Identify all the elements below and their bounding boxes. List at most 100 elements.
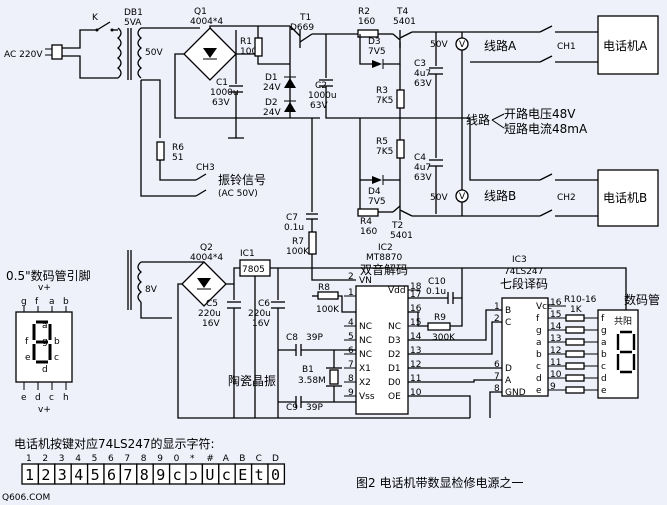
key-label: 3 [59, 454, 65, 464]
key-label: * [190, 454, 195, 464]
pinout-digit-icon [32, 320, 52, 364]
ic2-pin-name: Vss [359, 392, 375, 402]
array-resistor [565, 314, 585, 322]
ic3-74ls247 [501, 297, 549, 397]
ic3-pin-name: a [536, 338, 542, 348]
ic3-pin-num: 9 [550, 382, 556, 392]
label-r8-val: 100K [316, 305, 340, 315]
label-c8-val: 39P [306, 333, 323, 343]
ic2-pin-num: 15 [410, 318, 421, 328]
ic3-pin-num: 13 [550, 334, 561, 344]
resistor-r2 [357, 29, 379, 38]
key-label: C [256, 454, 262, 464]
ic2-pin-num: 12 [410, 360, 421, 370]
ic2-pin-name: NC [359, 350, 372, 360]
ic3-pin-num: 7 [494, 372, 500, 382]
pinout-top-label: g [21, 297, 27, 307]
label-ic1: IC1 [240, 249, 255, 259]
label-b1: B1 [302, 365, 314, 375]
label-ch3: CH3 [196, 163, 215, 173]
key-label: 7 [124, 454, 130, 464]
label-c7-val: 0.1u [284, 223, 304, 233]
label-c7: C7 [286, 213, 298, 223]
label-c4-val: 4u7 [414, 163, 431, 173]
resistor-r1 [254, 37, 263, 57]
label-c5-v: 16V [202, 319, 220, 329]
label-t2-part: 5401 [390, 231, 413, 241]
pinout-top-label: a [49, 297, 55, 307]
resistor-r9 [427, 322, 451, 331]
resistor-array-r10-16 [565, 314, 598, 394]
label-q1-part: 4004*4 [190, 17, 223, 27]
ic2-pin-num: 9 [348, 388, 354, 398]
key-glyph: c [173, 466, 182, 484]
display-digit-icon [616, 330, 636, 374]
label-c1-val: 1000u [210, 88, 239, 98]
label-r4-val: 160 [360, 227, 377, 237]
ic3-pin-name: A [505, 376, 512, 386]
ic2-pin-num: 6 [348, 346, 354, 356]
display-pin-label: b [601, 350, 607, 360]
ic2-pin-num: 5 [348, 332, 354, 342]
label-c10-val: 0.1u [426, 287, 446, 297]
label-t2: T2 [391, 221, 403, 231]
label-c3-val: 4u7 [414, 69, 431, 79]
phone-a-box [597, 15, 659, 75]
zener-d4 [372, 175, 384, 185]
key-label: 6 [108, 454, 114, 464]
key-label: A [223, 454, 230, 464]
resistor-r7 [308, 231, 317, 255]
pinout-seg-b: b [54, 337, 60, 347]
key-glyph: U [205, 466, 214, 484]
ic3-pin-name: g [536, 326, 542, 336]
ic2-pin-name: D0 [388, 378, 401, 388]
pinout-bottom-label: c [49, 393, 54, 403]
ic2-pin-name: D1 [388, 364, 401, 374]
bridge-rectifier-q1 [183, 27, 237, 81]
label-r9-val: 300K [432, 333, 456, 343]
key-label: 4 [75, 454, 81, 464]
switch-ch2 [539, 173, 553, 217]
ic3-pin-num: 10 [550, 370, 562, 380]
ic3-pin-num: 1 [494, 302, 500, 312]
label-r6-val: 51 [172, 153, 183, 163]
key-glyph: 2 [41, 466, 50, 484]
array-resistor [565, 326, 585, 334]
key-glyph: ɔ [189, 466, 198, 484]
label-r7: R7 [292, 237, 304, 247]
label-q2-part: 4004*4 [190, 253, 223, 263]
label-phone-a: 电话机A [603, 39, 648, 53]
transformer-secondary-2 [127, 250, 143, 310]
ic2-pin-num: 18 [410, 282, 422, 292]
label-r10: R10-16 [564, 295, 597, 305]
ic3-pin-name: e [536, 386, 542, 396]
label-r10-val: 1K [570, 305, 583, 315]
capacitor-c8 [295, 344, 302, 356]
ic2-pin-num: 1 [348, 288, 354, 298]
label-v50a: 50V [430, 40, 448, 50]
label-c6-val: 220u [248, 309, 271, 319]
label-r5-val: 7K5 [376, 147, 393, 157]
pinout-bottom-label: e [21, 393, 27, 403]
key-glyph-cell [267, 463, 286, 485]
label-open-voltage: 开路电压48V [504, 106, 576, 121]
label-db1: DB1 [124, 8, 143, 18]
transistor-t1 [289, 25, 313, 48]
key-label: 1 [26, 454, 32, 464]
switch-ch1 [539, 25, 553, 63]
label-d2: D2 [265, 98, 278, 108]
label-c4: C4 [414, 153, 426, 163]
label-c9: C9 [286, 403, 298, 413]
label-q2: Q2 [200, 243, 213, 253]
transistor-t2 [392, 198, 413, 220]
ic3-pin-num: 16 [550, 298, 562, 308]
capacitor-c7 [306, 213, 318, 220]
key-glyph: 0 [271, 466, 280, 484]
ic2-pin-num: 13 [410, 346, 421, 356]
key-glyph: 6 [107, 466, 116, 484]
pinout-top-label: f [35, 297, 39, 307]
label-ic3: IC3 [512, 255, 527, 265]
ic2-pin-num: 4 [348, 318, 354, 328]
